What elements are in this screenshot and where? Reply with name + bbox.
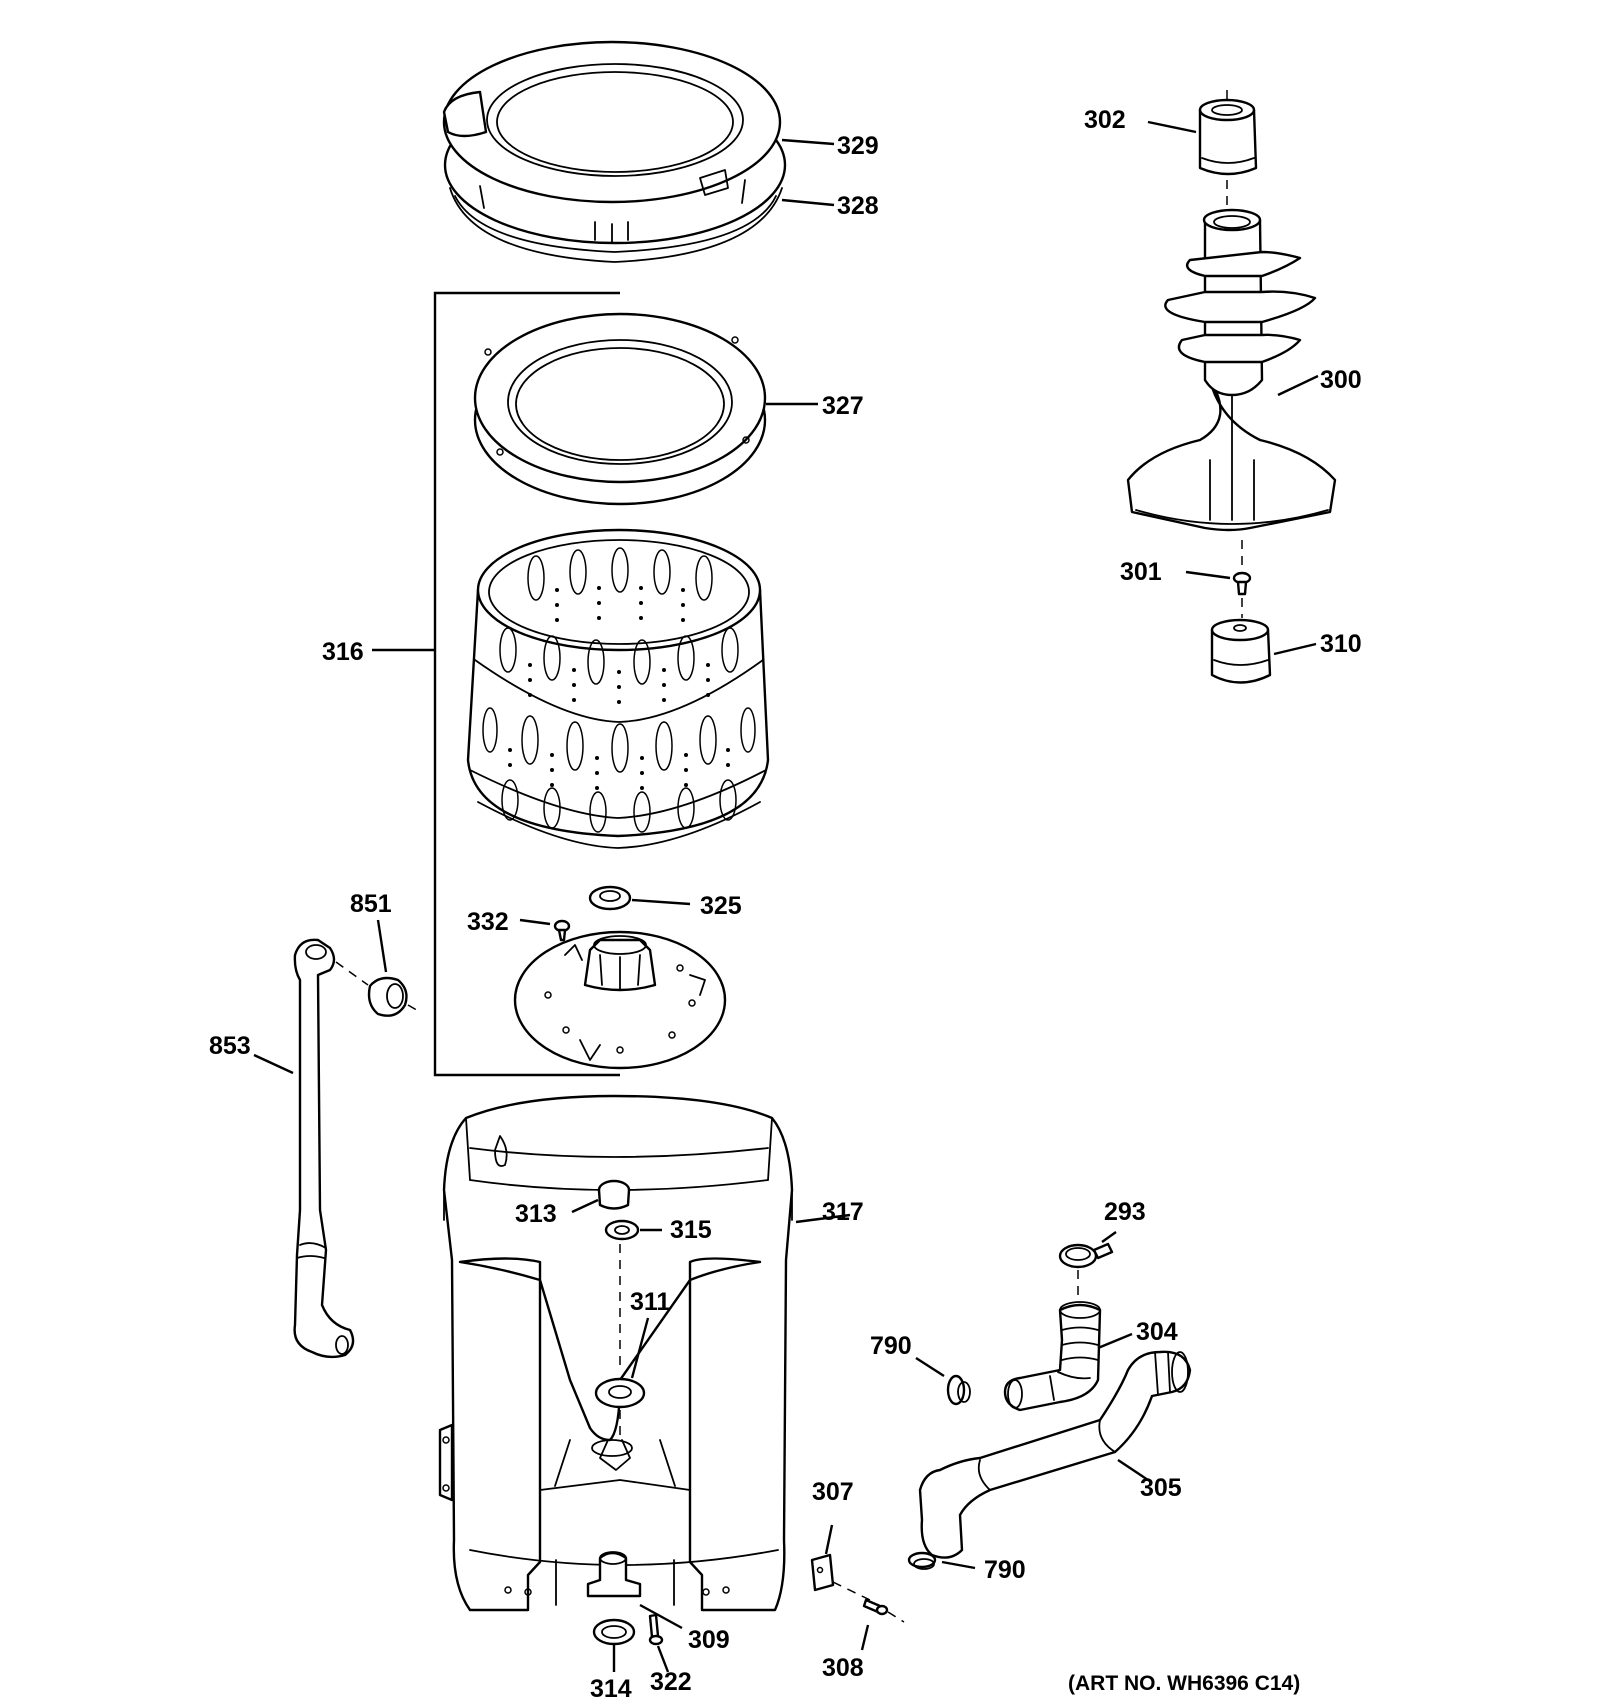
label-315: 315 <box>670 1216 712 1244</box>
part-304-drain-hose[interactable] <box>1003 1301 1102 1412</box>
part-309-drain-outlet[interactable] <box>586 1551 642 1598</box>
part-basket[interactable] <box>466 528 770 849</box>
label-302: 302 <box>1084 106 1126 134</box>
label-853: 853 <box>209 1032 251 1060</box>
part-328-tub-ring[interactable] <box>449 187 783 263</box>
part-790-clamp-lower[interactable] <box>907 1551 937 1570</box>
label-328: 328 <box>837 192 879 220</box>
part-311-grommet[interactable] <box>594 1377 646 1409</box>
assembly-316-bracket <box>433 291 620 1077</box>
label-790-lower: 790 <box>984 1556 1026 1584</box>
part-301-bolt[interactable] <box>1232 571 1252 596</box>
label-301: 301 <box>1120 558 1162 586</box>
label-311: 311 <box>630 1288 670 1316</box>
label-314: 314 <box>590 1675 632 1702</box>
label-310: 310 <box>1320 630 1362 658</box>
label-851: 851 <box>350 890 392 918</box>
label-322: 322 <box>650 1668 692 1696</box>
label-313: 313 <box>515 1200 557 1228</box>
part-851-bushing[interactable] <box>367 976 408 1017</box>
label-316: 316 <box>322 638 364 666</box>
part-305-hose[interactable] <box>918 1350 1192 1559</box>
part-310-coupling[interactable] <box>1210 618 1272 684</box>
label-293: 293 <box>1104 1198 1146 1226</box>
label-329: 329 <box>837 132 879 160</box>
part-307-bracket[interactable] <box>810 1553 835 1592</box>
part-322-screw[interactable] <box>648 1613 664 1646</box>
label-300: 300 <box>1320 366 1362 394</box>
label-304: 304 <box>1136 1318 1178 1346</box>
label-327: 327 <box>822 392 864 420</box>
part-317-bracket <box>438 1423 454 1502</box>
label-309: 309 <box>688 1626 730 1654</box>
part-325-hub-nut[interactable] <box>588 885 632 911</box>
label-325: 325 <box>700 892 742 920</box>
part-329-tub-cover[interactable] <box>442 40 787 245</box>
part-313-bearing[interactable] <box>597 1179 631 1210</box>
part-300-agitator[interactable] <box>1126 208 1337 532</box>
part-308-screw[interactable] <box>862 1598 889 1616</box>
label-332: 332 <box>467 908 509 936</box>
art-number: (ART NO. WH6396 C14) <box>1068 1672 1300 1695</box>
part-302-agitator-cap[interactable] <box>1198 98 1258 176</box>
part-314-gasket[interactable] <box>592 1618 636 1646</box>
part-293-hose-clamp[interactable] <box>1058 1242 1114 1269</box>
part-327-balance-ring[interactable] <box>473 312 767 506</box>
part-317-outer-tub[interactable] <box>438 1094 794 1612</box>
label-308: 308 <box>822 1654 864 1682</box>
label-305: 305 <box>1140 1474 1182 1502</box>
part-332-screw[interactable] <box>553 919 571 942</box>
part-853-suspension-rod[interactable] <box>293 938 355 1359</box>
part-315-seal[interactable] <box>604 1219 640 1241</box>
label-790-upper: 790 <box>870 1332 912 1360</box>
label-317: 317 <box>822 1198 864 1226</box>
label-307: 307 <box>812 1478 854 1506</box>
part-basket-hub-plate[interactable] <box>513 930 727 1070</box>
part-790-clamp-upper[interactable] <box>946 1374 971 1406</box>
